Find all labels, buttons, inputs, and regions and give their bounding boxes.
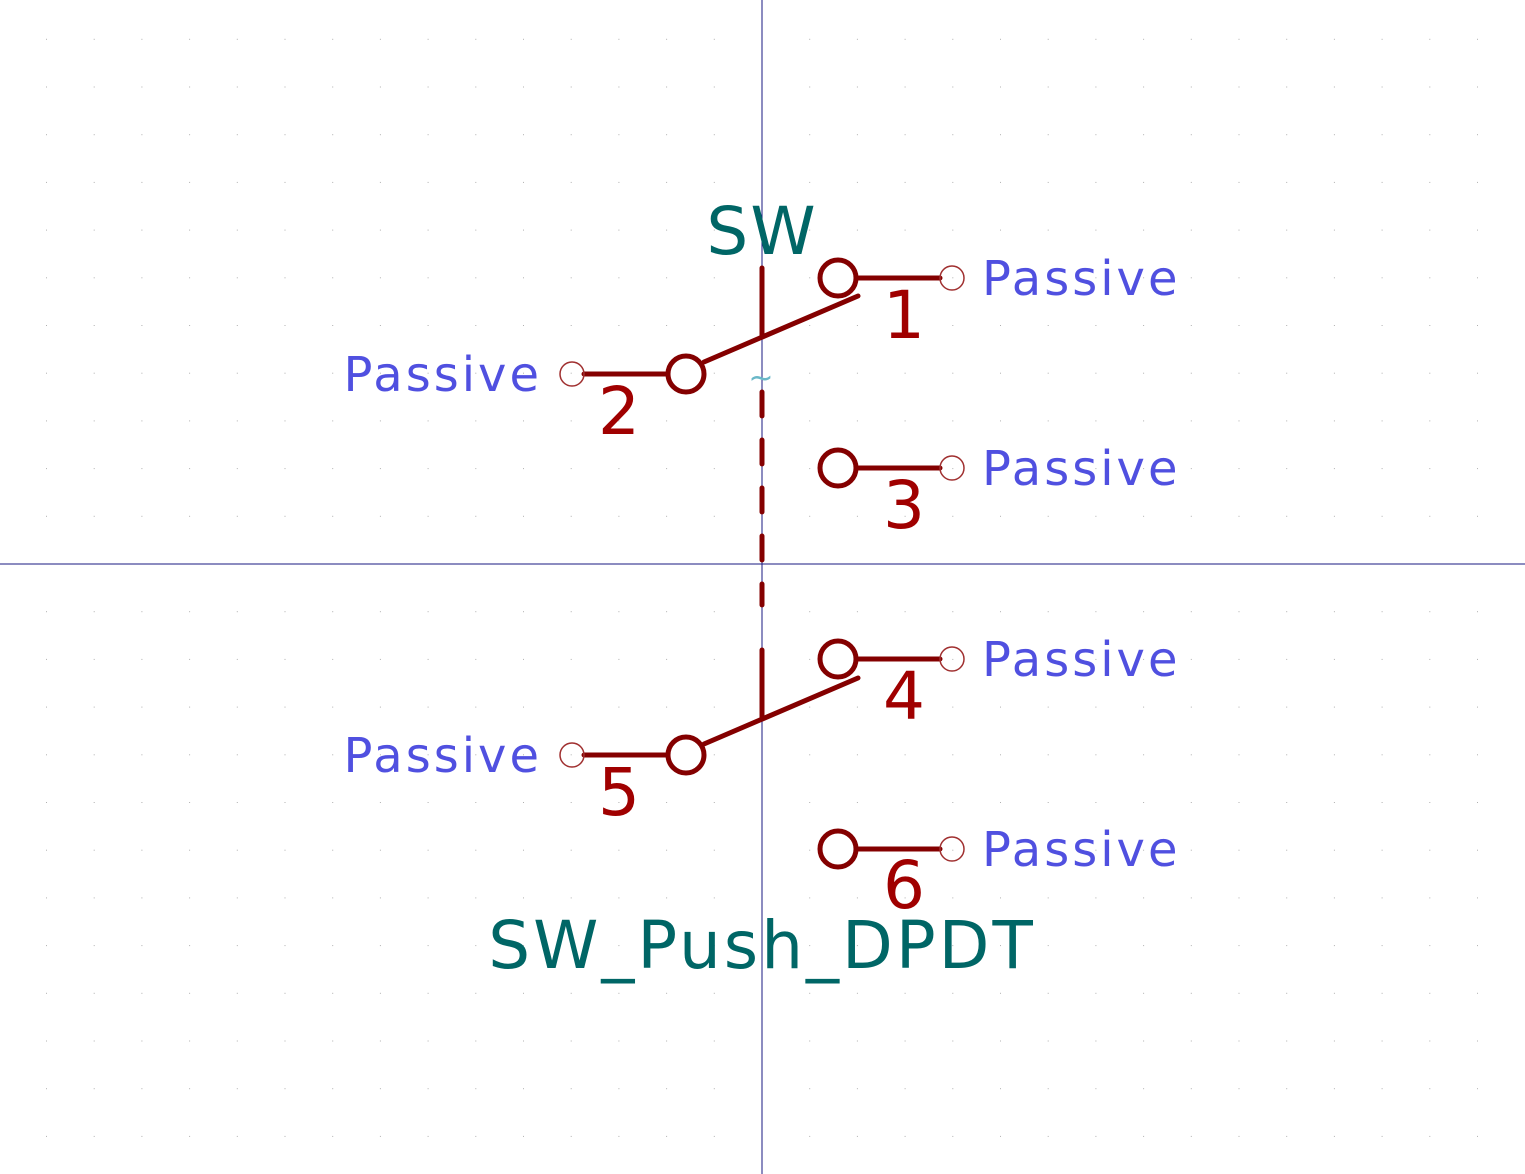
pin-number-4: 4 [883, 658, 925, 735]
pin-type-1: Passive [982, 251, 1181, 307]
pin-number-6: 6 [883, 847, 925, 924]
blade-upper [701, 293, 861, 365]
pin-number-2: 2 [598, 373, 640, 450]
pin-2-end [559, 361, 585, 387]
pin-type-3: Passive [982, 441, 1181, 497]
pin-6-end [939, 836, 965, 862]
contact-1 [817, 257, 859, 299]
pin-numbers: 1 2 3 4 5 6 [598, 277, 925, 924]
switch-body[interactable] [581, 257, 943, 870]
contact-2 [665, 353, 707, 395]
contact-5 [665, 734, 707, 776]
contact-6 [817, 828, 859, 870]
value-field[interactable]: SW_Push_DPDT [488, 907, 1036, 984]
contact-4 [817, 638, 859, 680]
pin-5-end [559, 742, 585, 768]
reference-field[interactable]: SW [706, 193, 817, 270]
contact-3 [817, 447, 859, 489]
pin-number-3: 3 [883, 467, 925, 544]
pin-end-markers [559, 265, 965, 862]
pin-1-end [939, 265, 965, 291]
pin-type-2: Passive [344, 347, 543, 403]
pin-types: Passive Passive Passive Passive Passive … [344, 251, 1181, 878]
pin-4-end [939, 646, 965, 672]
pin-number-1: 1 [883, 277, 925, 354]
pin-number-5: 5 [598, 754, 640, 831]
pin-type-5: Passive [344, 728, 543, 784]
pin-type-6: Passive [982, 822, 1181, 878]
pin-3-end [939, 455, 965, 481]
pin-type-4: Passive [982, 632, 1181, 688]
blade-lower [701, 675, 861, 747]
alt-marker: ~ [748, 361, 773, 396]
